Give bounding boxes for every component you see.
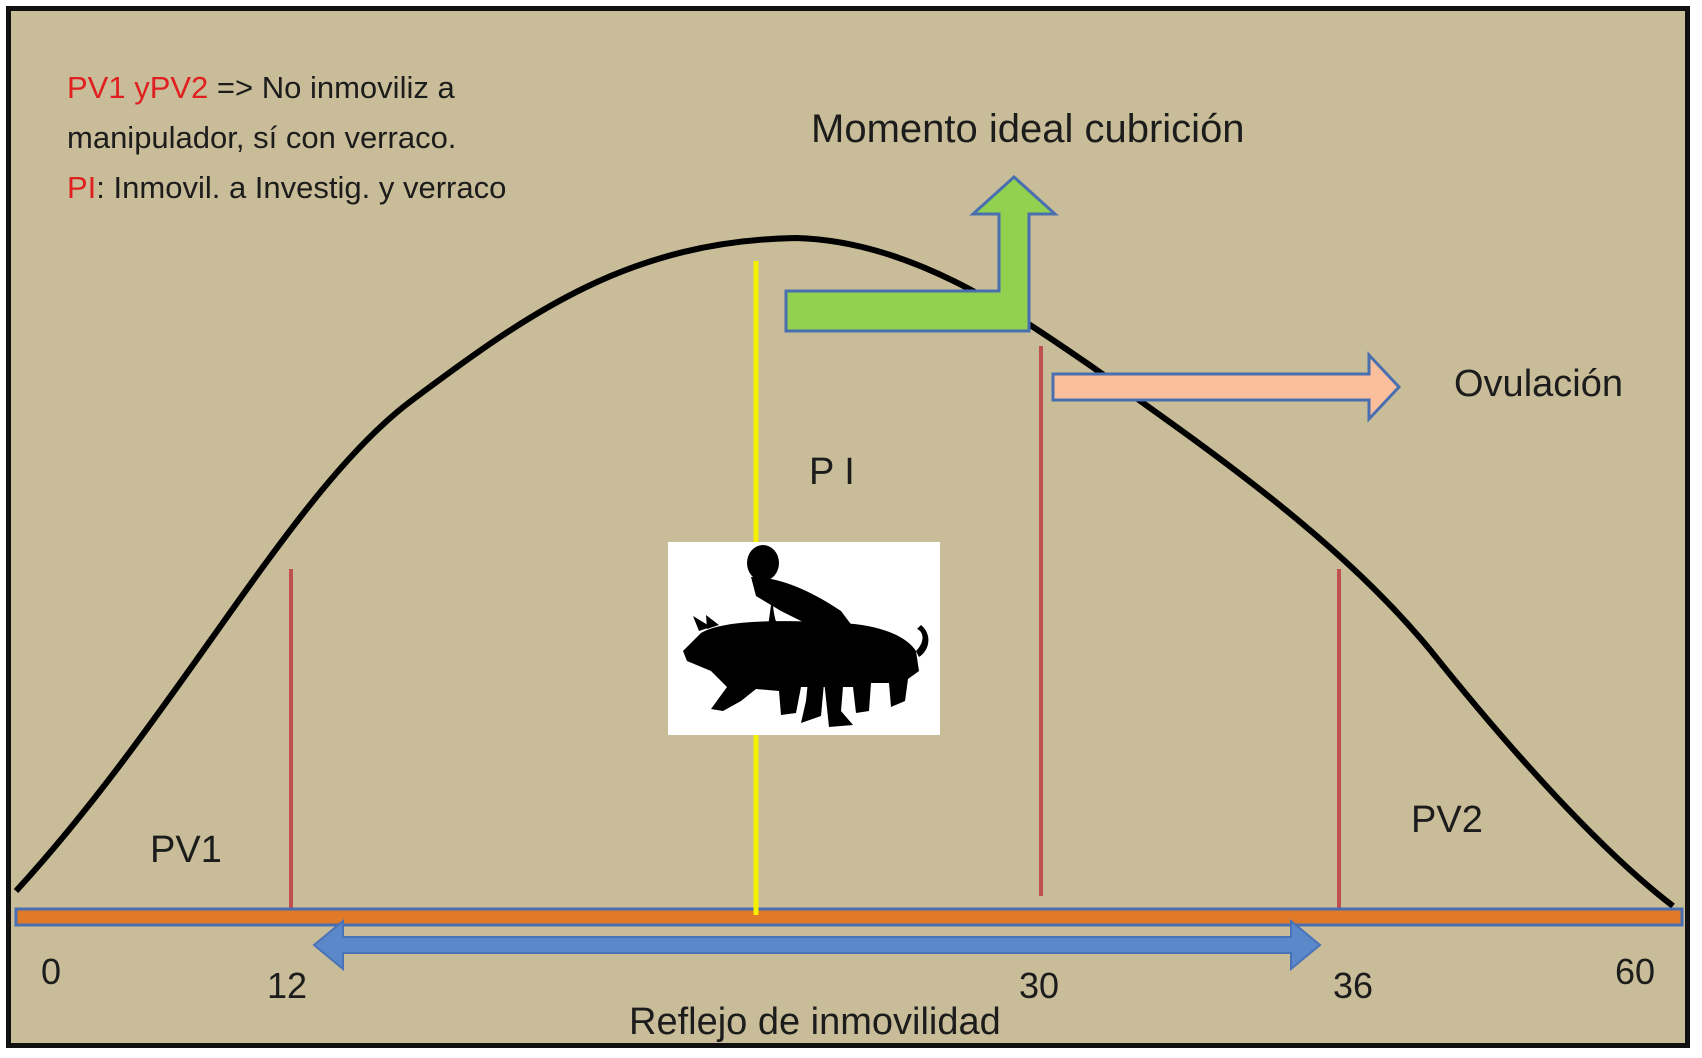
diagram-svg — [13, 174, 1684, 972]
diagram-panel: PV1 yPV2 => No inmoviliz a manipulador, … — [6, 6, 1690, 1048]
ovulacion-label: Ovulación — [1454, 363, 1623, 405]
pv1-label: PV1 — [150, 829, 222, 871]
legend-pv-label: PV1 yPV2 — [67, 70, 209, 105]
tick-12: 12 — [267, 965, 308, 1006]
legend-line-3: PI: Inmovil. a Investig. y verraco — [67, 167, 506, 209]
heat-curve — [13, 234, 1675, 909]
legend-pi-text: : Inmovil. a Investig. y verraco — [96, 170, 507, 205]
legend-pi-label: PI — [67, 170, 97, 205]
pi-label: P I — [809, 451, 855, 493]
momento-label: Momento ideal cubrición — [811, 107, 1245, 151]
legend-line-2: manipulador, sí con verraco. — [67, 120, 457, 155]
ovulacion-arrow — [1051, 351, 1402, 423]
tick-60: 60 — [1615, 951, 1656, 992]
momento-arrow — [784, 174, 1059, 333]
pv2-label: PV2 — [1411, 799, 1483, 841]
tick-0: 0 — [41, 951, 62, 992]
tick-30: 30 — [1019, 965, 1060, 1006]
reflejo-label: Reflejo de inmovilidad — [629, 1001, 1001, 1043]
tick-36: 36 — [1333, 965, 1374, 1006]
boar-mounting-silhouette-icon — [668, 542, 940, 735]
reflejo-double-arrow — [312, 918, 1322, 972]
legend-line-1: PV1 yPV2 => No inmoviliz a — [67, 67, 455, 109]
legend-pv-text: => No inmoviliz a — [208, 70, 455, 105]
time-baseline — [14, 907, 1684, 927]
